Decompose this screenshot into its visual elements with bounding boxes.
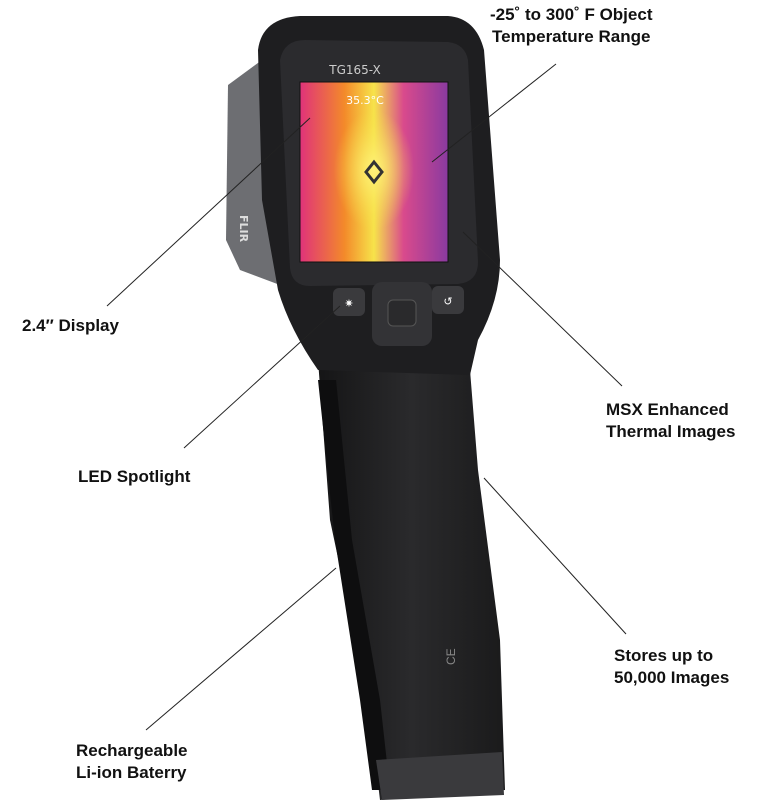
svg-text:✷: ✷ [344, 298, 353, 310]
callout-line-led [183, 305, 341, 449]
callout-line-storage [483, 477, 627, 635]
callout-msx: MSX Enhanced Thermal Images [606, 400, 736, 441]
callout-storage: Stores up to 50,000 Images [614, 646, 730, 687]
back-button [432, 286, 464, 314]
callout-display: 2.4″ Display [22, 316, 119, 335]
battery-cap [376, 752, 504, 800]
callout-line-temperature [431, 63, 557, 163]
dpad-center-button [387, 299, 417, 327]
svg-text:↺: ↺ [443, 296, 452, 308]
callout-line-display [106, 117, 311, 307]
grip [318, 360, 505, 800]
ce-mark: CE [444, 648, 458, 665]
model-label: TG165-X [328, 63, 381, 77]
callout-led: LED Spotlight [78, 467, 191, 486]
led-button [333, 288, 365, 316]
brand-side-label: FLIR [237, 215, 250, 243]
callout-temperature-range: -25˚ to 300˚ F Object Temperature Range [490, 5, 653, 46]
grip-rubber [318, 380, 390, 790]
callout-battery: Rechargeable Li-ion Baterry [76, 741, 188, 782]
callout-line-battery [145, 567, 337, 731]
crosshair-icon [364, 159, 384, 185]
callout-line-msx [462, 231, 623, 387]
screen-temperature: 35.3°C [346, 94, 384, 107]
